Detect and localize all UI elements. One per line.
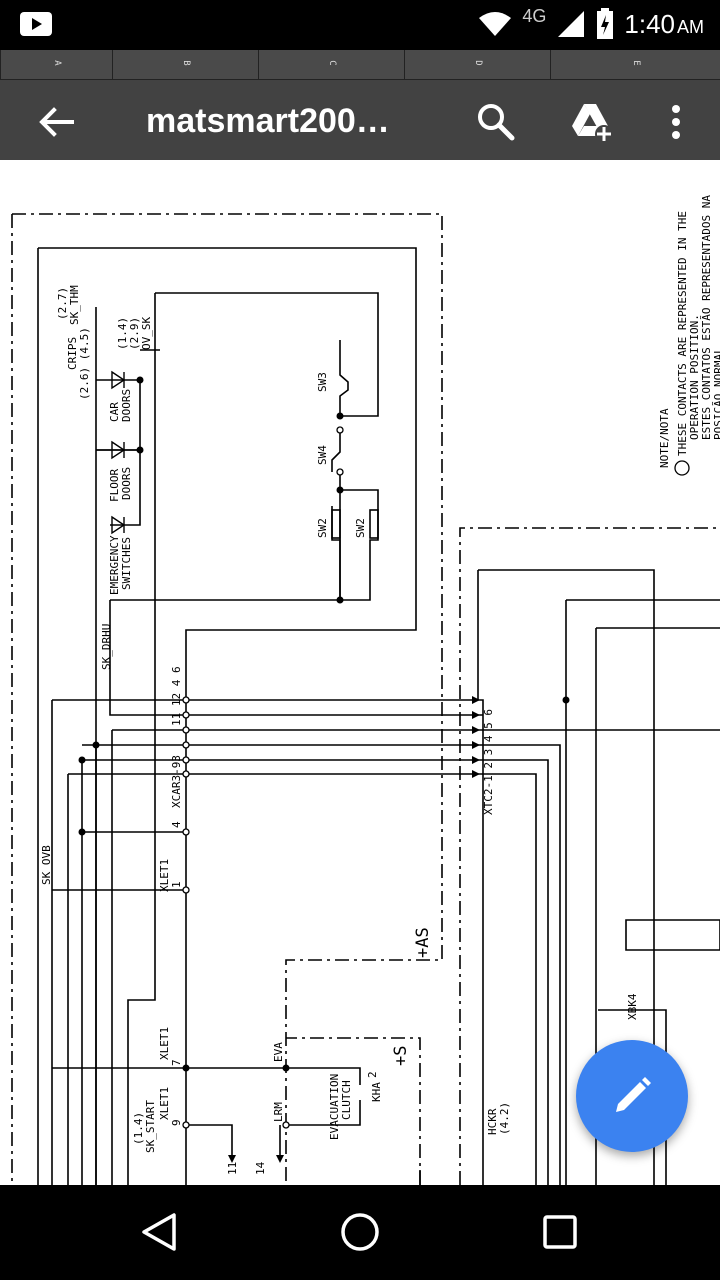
label-sw2b: SW2 [354, 518, 367, 538]
ruler-column-label: D [472, 60, 483, 66]
label-pin-11: 11 [226, 1162, 239, 1175]
wifi-icon [479, 12, 512, 36]
label-crips-ref: (2.6) (4.5) [78, 327, 91, 400]
ruler-column: A [0, 50, 112, 80]
label-pin-7: 7 [170, 1059, 183, 1066]
document-column-ruler: A B C D E [0, 50, 720, 80]
label-sw4: SW4 [316, 445, 329, 465]
label-sk-start: SK_START [144, 1100, 157, 1153]
ruler-column: C [258, 50, 404, 80]
label-pin-4: 4 [170, 821, 183, 828]
electrical-schematic: CRIPS (2.6) (4.5) (2.7) SK_THM (1.4) (2.… [11, 195, 720, 1185]
add-to-drive-icon[interactable] [568, 100, 612, 144]
label-lrm: LRM [272, 1102, 285, 1122]
label-note-title: NOTE/NOTA [658, 408, 671, 468]
label-pin-2: 2 [366, 1071, 379, 1078]
network-type: 4G [522, 5, 547, 26]
note-marker-icon [674, 460, 690, 476]
label-ov-sk-ref1: (1.4) [116, 317, 129, 350]
label-xlet1-a: XLET1 [158, 859, 171, 892]
pencil-icon [616, 1077, 651, 1112]
label-plus-s: +S [391, 1046, 411, 1066]
ruler-column-label: C [326, 60, 337, 66]
clock-time: 1:40 [624, 8, 675, 39]
search-icon[interactable] [474, 100, 518, 144]
label-pin-14: 14 [254, 1161, 267, 1175]
app-bar: matsmart200… [0, 80, 720, 160]
document-title: matsmart200… [146, 102, 390, 140]
ruler-column-label: A [51, 60, 62, 66]
label-sk-start-ref: (1.4) [132, 1112, 145, 1145]
label-emergency-2: SWITCHES [120, 537, 133, 590]
label-ov-sk: OV_SK [140, 317, 153, 350]
label-kha: KHA [370, 1082, 383, 1102]
label-emergency-1: EMERGENCY [108, 535, 121, 595]
label-floor-doors-2: DOORS [120, 467, 133, 500]
pdf-page-viewer[interactable]: CRIPS (2.6) (4.5) (2.7) SK_THM (1.4) (2.… [0, 160, 720, 1185]
label-hckr-ref: (4.2) [498, 1102, 511, 1135]
label-xlet1-c: XLET1 [158, 1087, 171, 1120]
label-sk-thm-ref: (2.7) [56, 287, 69, 320]
label-ov-sk-ref2: (2.9) [128, 317, 141, 350]
label-sk-ovb: SK_OVB [40, 845, 53, 885]
edit-fab-button[interactable] [576, 1040, 688, 1152]
label-car-doors-2: DOORS [120, 389, 133, 422]
label-sw2a: SW2 [316, 518, 329, 538]
label-crips: CRIPS [66, 337, 79, 370]
label-sk-drhu: SK_DRHU [100, 624, 113, 670]
label-evac-1: EVACUATION [328, 1074, 341, 1140]
label-eva: EVA [272, 1042, 285, 1062]
label-xcar3: XCAR3-93 [170, 755, 183, 808]
ruler-column-label: B [180, 60, 191, 66]
ruler-column: E [550, 50, 720, 80]
label-note-line2: OPERATION POSITION. [688, 314, 701, 440]
ruler-column: D [404, 50, 550, 80]
label-hckr: HCKR [486, 1108, 499, 1135]
label-xbk4: XBK4 [626, 993, 639, 1020]
nav-recents-icon[interactable] [535, 1207, 585, 1257]
label-note-line3: ESTES CONTATOS ESTÃO REPRESENTADOS NA [700, 195, 713, 440]
navigation-bar [0, 1185, 720, 1280]
label-floor-doors-1: FLOOR [108, 469, 121, 502]
nav-home-icon[interactable] [335, 1207, 385, 1257]
clock-ampm: AM [677, 16, 704, 37]
back-arrow-icon[interactable] [36, 102, 76, 142]
label-xtc2: XTC2-1 2 3 4 5 6 [482, 709, 495, 815]
battery-charging-icon [597, 8, 614, 39]
more-options-icon[interactable] [654, 100, 698, 144]
label-pin-1: 1 [170, 881, 183, 888]
label-sk-thm: SK_THM [68, 285, 81, 325]
youtube-notification-icon [20, 12, 52, 36]
label-note-line4: POSIÇÃO NORMAL [712, 347, 720, 440]
label-pin-9: 9 [170, 1119, 183, 1126]
nav-back-icon[interactable] [134, 1207, 184, 1257]
label-sw3: SW3 [316, 372, 329, 392]
label-note-line1: THESE CONTACTS ARE REPRESENTED IN THE [676, 211, 689, 456]
label-plus-as: +AS [413, 927, 433, 958]
label-evac-2: CLUTCH [340, 1080, 353, 1120]
signal-icon [558, 11, 585, 37]
label-xcar3-pins: 11 12 4 6 [170, 666, 183, 726]
label-xlet1-b: XLET1 [158, 1027, 171, 1060]
ruler-column-label: E [630, 60, 641, 66]
label-car-doors-1: CAR [108, 402, 121, 422]
ruler-column: B [112, 50, 258, 80]
